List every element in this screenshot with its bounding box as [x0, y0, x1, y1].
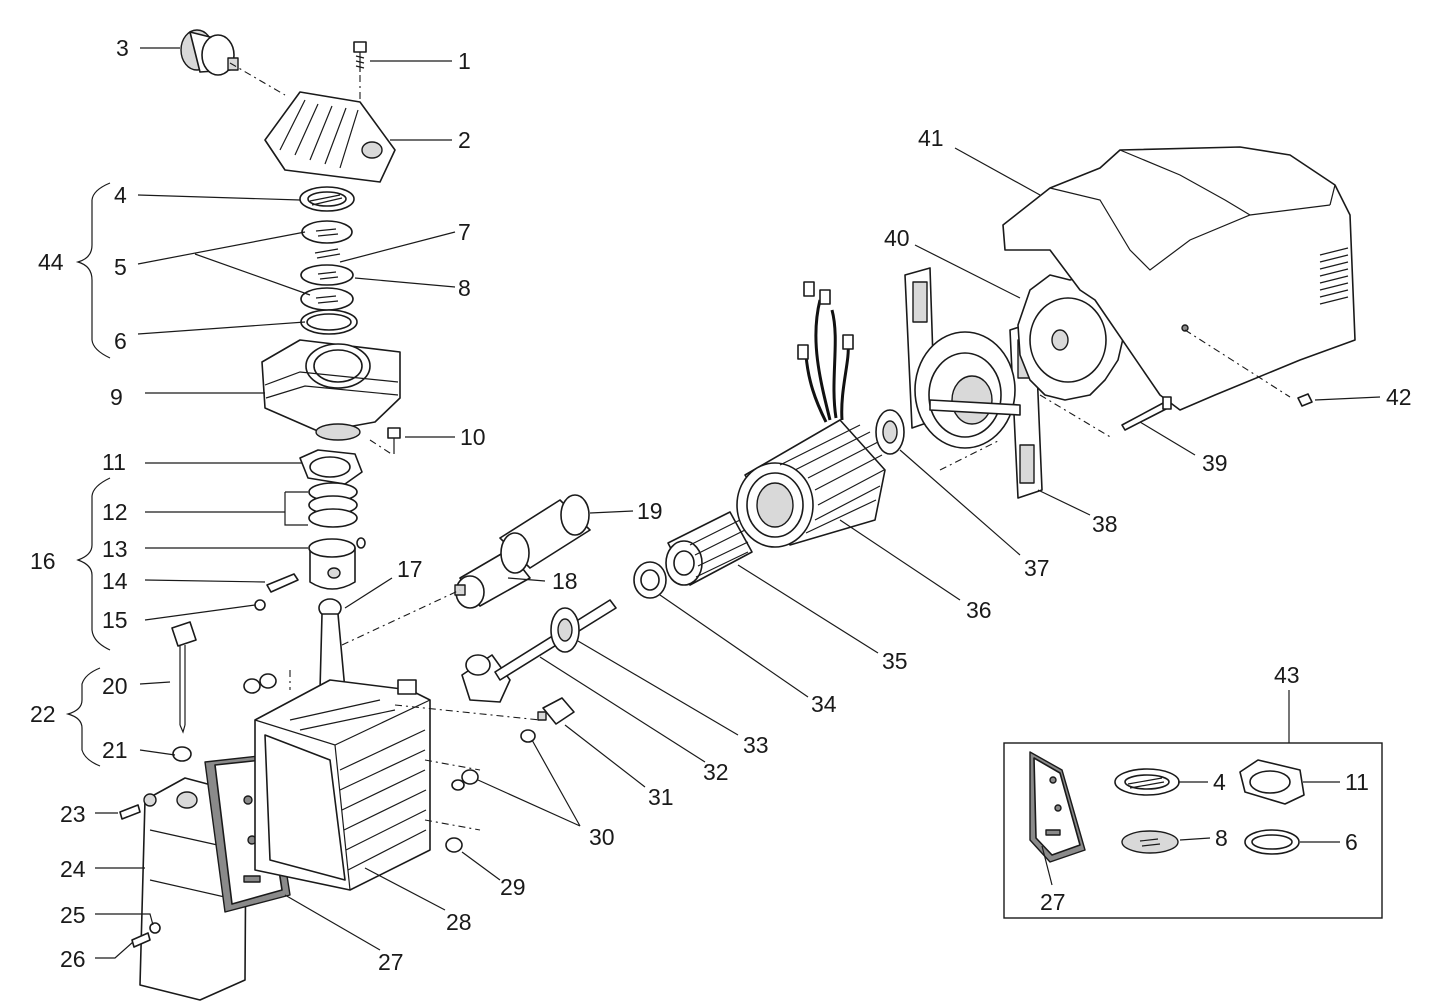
label-23: 23 — [60, 801, 86, 827]
label-34: 34 — [811, 691, 837, 717]
label-16: 16 — [30, 548, 56, 574]
motor-wires-part — [797, 281, 854, 423]
screw-26-part — [131, 932, 151, 948]
label-29: 29 — [500, 874, 526, 900]
label-25: 25 — [60, 902, 86, 928]
stator-36-part — [736, 419, 886, 548]
piston-13-part — [308, 537, 366, 590]
label-24: 24 — [60, 856, 86, 882]
screw-23-part — [119, 793, 157, 820]
label-38: 38 — [1092, 511, 1118, 537]
label-36: 36 — [966, 597, 992, 623]
label-6: 6 — [114, 328, 127, 354]
label-20: 20 — [102, 673, 128, 699]
label-3: 3 — [116, 35, 129, 61]
label-13: 13 — [102, 536, 128, 562]
label-9: 9 — [110, 384, 123, 410]
label-8: 8 — [458, 275, 471, 301]
kit-label-4: 4 — [1213, 769, 1226, 795]
switch-31-part — [537, 697, 575, 725]
o-ring-21-part — [172, 746, 192, 762]
label-11: 11 — [102, 449, 126, 475]
kit-label-8: 8 — [1215, 825, 1228, 851]
long-bolt-39-part — [1121, 396, 1172, 431]
kit-label-27: 27 — [1040, 889, 1066, 915]
bolt-10-part — [387, 427, 401, 454]
label-41: 41 — [918, 125, 944, 151]
leader-lines — [95, 47, 1381, 959]
label-28: 28 — [446, 909, 472, 935]
cylinder-part — [261, 339, 401, 441]
shroud-41-part — [1002, 146, 1356, 411]
nuts-left-part — [243, 673, 277, 694]
label-4: 4 — [114, 182, 127, 208]
washer-25-part — [149, 922, 161, 934]
label-10: 10 — [460, 424, 486, 450]
wrist-pin-14-part — [266, 573, 299, 593]
label-42: 42 — [1386, 384, 1412, 410]
gasket-4-part — [299, 186, 355, 212]
label-44: 44 — [38, 249, 64, 275]
piston-rings-12-part — [308, 482, 358, 528]
label-19: 19 — [637, 498, 663, 524]
bearing-37-part — [875, 409, 905, 455]
label-31: 31 — [648, 784, 674, 810]
group-brackets — [65, 182, 111, 767]
seal-34-part — [633, 561, 667, 599]
kit-box — [1003, 690, 1383, 919]
label-26: 26 — [60, 946, 86, 972]
head-bolt-part — [353, 41, 367, 72]
end-bracket-38-part — [904, 267, 1043, 499]
valve-disc-8-part — [300, 264, 354, 286]
dipstick-20-part — [171, 621, 197, 734]
clip-15-part — [254, 599, 266, 611]
label-17: 17 — [397, 556, 423, 582]
label-12: 12 — [102, 499, 128, 525]
washer-30-part — [451, 729, 536, 791]
intake-filter-part — [180, 29, 239, 76]
label-27: 27 — [378, 949, 404, 975]
kit-labels: 4 11 8 6 27 — [1040, 769, 1369, 915]
kit-label-11: 11 — [1345, 769, 1369, 795]
crankcase-28-part — [254, 679, 431, 891]
label-18: 18 — [552, 568, 578, 594]
valve-plate-5-part — [301, 220, 353, 244]
label-33: 33 — [743, 732, 769, 758]
label-15: 15 — [102, 607, 128, 633]
bearing-33-part — [550, 607, 580, 653]
cylinder-head-part — [264, 91, 396, 183]
label-35: 35 — [882, 648, 908, 674]
label-5: 5 — [114, 254, 127, 280]
label-14: 14 — [102, 568, 128, 594]
label-40: 40 — [884, 225, 910, 251]
reed-valve-7-part — [314, 248, 341, 259]
label-1: 1 — [458, 48, 471, 74]
label-43: 43 — [1274, 662, 1300, 688]
centerlines — [229, 62, 1291, 831]
label-2: 2 — [458, 127, 471, 153]
flange-gasket-11-part — [299, 449, 363, 485]
kit-label-6: 6 — [1345, 829, 1358, 855]
valve-plate-lower-part — [300, 287, 354, 311]
capacitor-19-part — [499, 494, 591, 574]
label-7: 7 — [458, 219, 471, 245]
label-22: 22 — [30, 701, 56, 727]
label-21: 21 — [102, 737, 128, 763]
fan-40-part — [1017, 274, 1126, 401]
label-39: 39 — [1202, 450, 1228, 476]
label-30: 30 — [589, 824, 615, 850]
part-labels: 1 2 3 4 5 6 7 8 9 10 11 12 13 14 15 16 1… — [30, 35, 1412, 975]
rotor-35-part — [665, 511, 753, 586]
screw-42-part — [1297, 393, 1313, 407]
label-37: 37 — [1024, 555, 1050, 581]
label-32: 32 — [703, 759, 729, 785]
nut-29-part — [445, 837, 463, 853]
crankshaft-32-part — [461, 599, 617, 703]
gasket-6-part — [300, 309, 358, 335]
